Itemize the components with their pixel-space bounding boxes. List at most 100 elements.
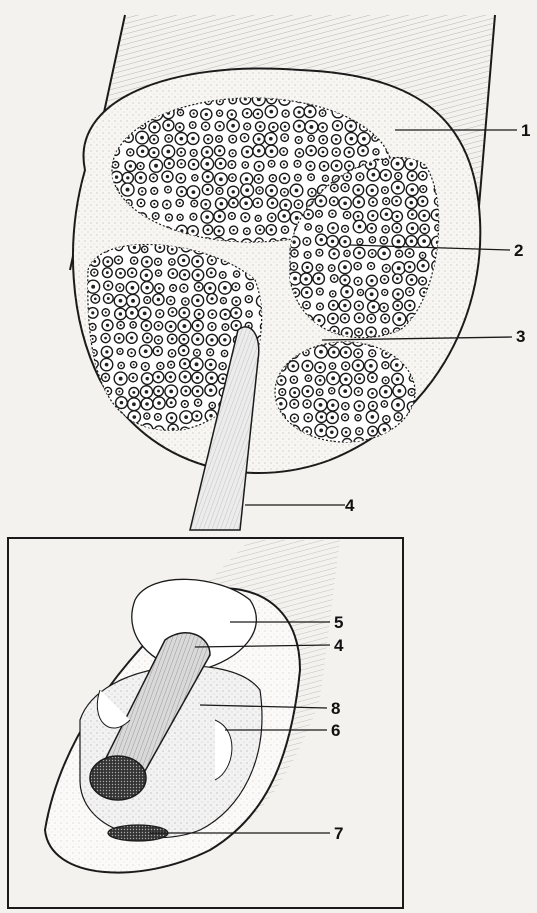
nerve-fiber-axon [94,298,97,301]
nerve-fiber-axon [218,215,221,218]
nerve-fiber-axon [172,287,174,289]
nerve-fiber-axon [292,240,295,243]
nerve-fiber-axon [169,389,173,393]
nerve-fiber-axon [231,163,233,165]
nerve-fiber-axon [117,259,119,261]
nerve-fiber-axon [249,285,251,287]
nerve-fiber-axon [157,416,159,418]
nerve-fiber-axon [257,178,260,181]
nerve-fiber-axon [359,176,361,178]
nerve-fiber-axon [157,325,160,328]
nerve-fiber-axon [231,177,233,179]
nerve-fiber-axon [170,416,173,419]
nerve-fiber-axon [192,190,196,194]
nerve-fiber-axon [218,138,220,140]
nerve-fiber-axon [384,331,386,333]
nerve-fiber-axon [295,189,299,193]
nerve-fiber-axon [118,337,121,340]
nerve-fiber-axon [372,305,376,309]
nerve-fiber-axon [384,317,387,320]
nerve-fiber-axon [210,338,213,341]
nerve-fiber-axon [139,165,141,167]
nerve-fiber-axon [311,191,313,193]
nerve-fiber-axon [331,267,333,269]
nerve-fiber-axon [133,246,136,249]
nerve-fiber-axon [320,415,323,418]
nerve-fiber-axon [204,203,207,206]
nerve-fiber-axon [371,443,375,447]
nerve-fiber-axon [223,286,227,290]
nerve-fiber-axon [258,165,261,168]
nerve-fiber-axon [395,200,398,203]
nerve-fiber-axon [209,363,212,366]
nerve-fiber-axon [397,175,399,177]
nerve-fiber-axon [157,375,160,378]
nerve-fiber-axon [105,363,109,367]
nerve-fiber-axon [223,300,225,302]
nerve-fiber-axon [423,227,426,230]
nerve-fiber-axon [168,137,170,139]
label-1: 1 [521,122,530,139]
nerve-fiber-axon [244,201,248,205]
nerve-fiber-axon [305,291,308,294]
nerve-fiber-axon [145,402,149,406]
nerve-fiber-axon [209,388,213,392]
nerve-fiber-axon [325,177,327,179]
nerve-fiber-axon [144,365,146,367]
nerve-fiber-axon [308,110,312,114]
nerve-fiber-axon [146,377,149,380]
nerve-fiber-axon [331,365,333,367]
nerve-fiber-axon [285,113,287,115]
nerve-fiber-axon [206,228,209,231]
nerve-fiber-axon [284,229,286,231]
nerve-fiber-axon [343,304,346,307]
nerve-fiber-axon [319,305,321,307]
label-3: 3 [516,328,525,345]
nerve-fiber [91,385,100,394]
nerve-fiber-axon [119,312,122,315]
nerve-fiber-axon [219,112,221,114]
nerve-fiber-axon [196,324,199,327]
nerve-fiber-axon [304,277,308,281]
nerve-fiber-axon [91,377,95,381]
nerve-fiber-axon [370,189,374,193]
nerve-fiber-axon [218,190,220,192]
nerve-fiber-axon [133,260,135,262]
nerve-fiber-axon [131,427,134,430]
nerve-fiber-axon [397,389,401,393]
nerve-fiber-axon [350,137,354,141]
nerve-fiber-axon [408,304,411,307]
nerve-fiber-axon [320,238,323,241]
nerve-fiber-axon [152,151,155,154]
nerve-fiber-axon [270,228,273,231]
nerve-fiber [381,438,392,449]
nerve-fiber-axon [167,189,169,191]
nerve-fiber-axon [211,405,213,407]
nerve-fiber-axon [157,298,160,301]
nerve-fiber-axon [158,246,161,249]
nerve-fiber-axon [333,277,335,279]
nerve-fiber-axon [410,201,414,205]
nerve-fiber-axon [395,363,399,367]
nerve-fiber-axon [283,177,286,180]
nerve-fiber-axon [384,364,386,366]
nerve-fiber-axon [178,126,181,129]
nerve-fiber-axon [421,200,424,203]
nerve-fiber-axon [232,152,234,154]
nerve-fiber-axon [358,404,361,407]
nerve-fiber-axon [411,227,414,230]
nerve-fiber-axon [232,190,235,193]
nerve-fiber-axon [196,260,199,263]
nerve-fiber-axon [169,376,172,379]
nerve-fiber-axon [154,164,158,168]
nerve-fiber-axon [131,271,134,274]
nerve-fiber-axon [180,112,182,114]
nerve-fiber-axon [422,239,426,243]
nerve-fiber-axon [246,150,249,153]
nerve-fiber-axon [211,259,214,262]
nerve-fiber-axon [385,200,387,202]
nerve-fiber-axon [198,313,201,316]
nerve-fiber-axon [118,391,120,393]
nerve-fiber-axon [423,291,426,294]
nerve-fiber-axon [119,377,123,381]
